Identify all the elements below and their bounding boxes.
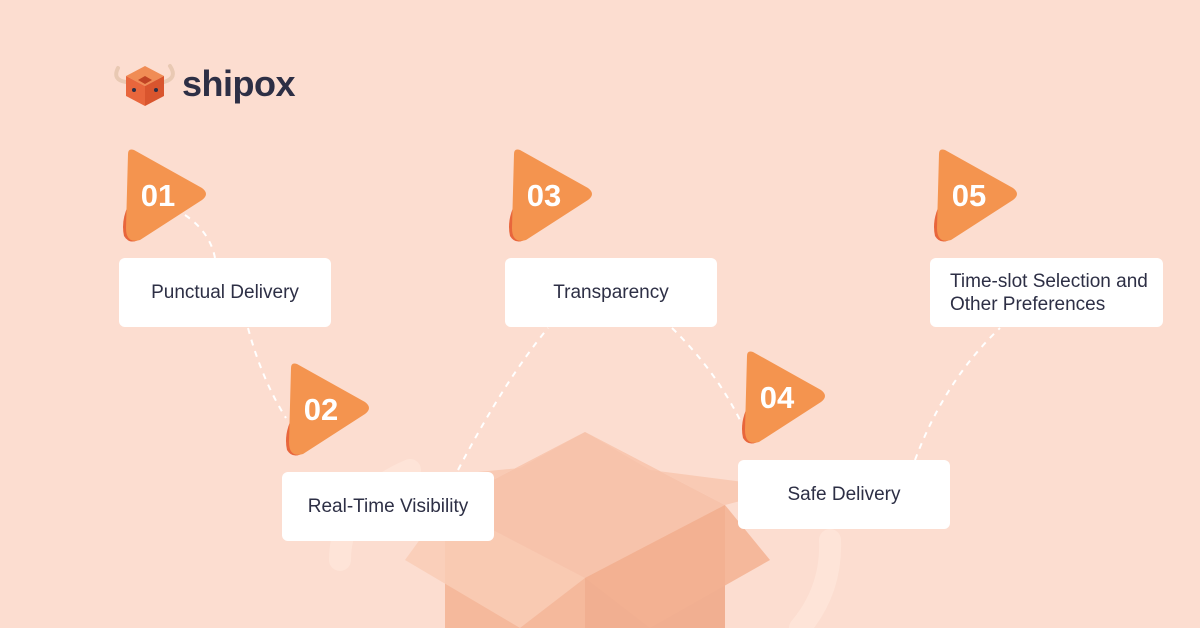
step-marker-02: 02: [281, 362, 371, 458]
step-label: Real-Time Visibility: [308, 495, 468, 518]
step-number: 03: [514, 178, 574, 214]
brand-name: shipox: [182, 66, 295, 102]
step-number: 02: [291, 392, 351, 428]
step-marker-04: 04: [737, 350, 827, 446]
step-marker-01: 01: [118, 148, 208, 244]
step-number: 01: [128, 178, 188, 214]
step-label: Transparency: [553, 281, 668, 304]
step-number: 04: [747, 380, 807, 416]
step-card-05: Time-slot Selection and Other Preference…: [930, 258, 1163, 327]
bull-head-box-icon: [112, 58, 178, 110]
step-marker-03: 03: [504, 148, 594, 244]
step-card-04: Safe Delivery: [738, 460, 950, 529]
step-label: Time-slot Selection and Other Preference…: [950, 270, 1149, 316]
connector-02-03: [458, 328, 548, 470]
step-number: 05: [939, 178, 999, 214]
connector-04-05: [915, 328, 1000, 460]
step-label: Punctual Delivery: [151, 281, 299, 304]
step-card-02: Real-Time Visibility: [282, 472, 494, 541]
step-marker-05: 05: [929, 148, 1019, 244]
step-card-01: Punctual Delivery: [119, 258, 331, 327]
connector-03-04: [672, 328, 740, 420]
step-card-03: Transparency: [505, 258, 717, 327]
brand-logo[interactable]: shipox: [112, 58, 295, 110]
step-label: Safe Delivery: [788, 483, 901, 506]
